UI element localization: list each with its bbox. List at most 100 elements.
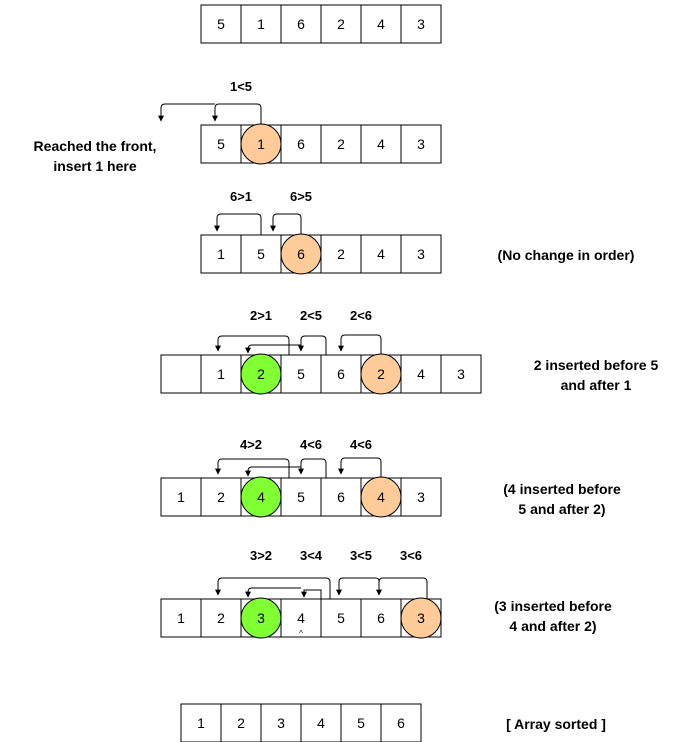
note-line-2: 5 and after 2) [518, 501, 605, 517]
comparison-label: 4<6 [300, 437, 322, 452]
comparison-label: 2<6 [350, 308, 372, 323]
comparison-arrow [298, 458, 327, 478]
cell-box [200, 124, 242, 164]
cell-value: 6 [337, 489, 345, 505]
array-cell: 3 [400, 597, 442, 639]
cell-value: 6 [297, 246, 305, 262]
cell-value: 1 [177, 489, 185, 505]
cell-box [380, 703, 422, 742]
cell-value: 4 [377, 136, 385, 152]
cell-value: 1 [217, 246, 225, 262]
cell-box [400, 234, 442, 274]
cell-value: 3 [257, 610, 265, 626]
cell-value: 3 [417, 246, 425, 262]
cell-value: 2 [337, 136, 345, 152]
array-cell: 3 [240, 597, 282, 639]
array-cell: 5 [200, 4, 242, 44]
cell-value: 5 [357, 715, 365, 731]
cell-box [200, 354, 242, 394]
comparison-label: 1<5 [230, 79, 252, 94]
note-line-2: insert 1 here [53, 158, 136, 174]
cell-value: 1 [217, 366, 225, 382]
cell-value: 5 [297, 366, 305, 382]
comparison-label: 3>2 [250, 548, 272, 563]
cell-box [240, 4, 282, 44]
array-cell: 2 [220, 703, 262, 742]
array-cell: 5 [200, 124, 242, 164]
cell-value: 2 [257, 366, 265, 382]
array-cell: 4 [240, 476, 282, 518]
cell-box [200, 234, 242, 274]
cell-value: 4 [377, 16, 385, 32]
comparison-arrow [336, 577, 380, 596]
cell-value: 5 [297, 489, 305, 505]
cell-box [320, 477, 362, 517]
comparison-arrow [215, 577, 331, 599]
comparison-arrow [245, 466, 301, 477]
cell-value: 6 [297, 136, 305, 152]
comparison-label: 3<5 [350, 548, 372, 563]
cell-value: 2 [337, 246, 345, 262]
cell-value: 3 [417, 16, 425, 32]
cell-box [400, 4, 442, 44]
comparison-arrow [215, 458, 290, 478]
array-cell: 4 [300, 703, 342, 742]
comparison-label: 2>1 [250, 308, 272, 323]
array-cell: 6 [280, 233, 322, 275]
array-cell: 5 [280, 354, 322, 394]
comparison-arrow [214, 213, 262, 235]
note-line-2: 4 and after 2) [509, 618, 596, 634]
array-cell: 6 [380, 703, 422, 742]
cell-box [400, 124, 442, 164]
comparison-arrow [338, 334, 382, 355]
cell-value: 6 [377, 610, 385, 626]
comparison-label: 6>1 [230, 189, 252, 204]
array-cell: 6 [360, 598, 402, 638]
comparison-arrow [376, 577, 428, 599]
cell-value: 4 [297, 610, 305, 626]
array-cell: 6 [320, 354, 362, 394]
cell-box [200, 4, 242, 44]
cell-box [240, 234, 282, 274]
cell-value: 3 [417, 610, 425, 626]
cell-box [440, 354, 482, 394]
array-cell: 1 [160, 477, 202, 517]
note-line-1: 2 inserted before 5 [534, 357, 659, 373]
cell-box [280, 354, 322, 394]
cell-box [160, 354, 202, 394]
front-arrow [158, 103, 215, 122]
array-cell: 4 [360, 476, 402, 518]
cell-value: 4 [377, 246, 385, 262]
array-cell: 2 [200, 598, 242, 638]
array-cell: 2 [200, 477, 242, 517]
array-cell: 1 [200, 234, 242, 274]
cell-box [280, 4, 322, 44]
array-cell: 4 [360, 4, 402, 44]
comparison-arrow [270, 213, 302, 235]
cell-value: 4 [417, 366, 425, 382]
array-cell: 1 [200, 354, 242, 394]
comparison-label: 3<4 [300, 548, 323, 563]
comparison-arrow [212, 103, 262, 125]
cell-value: 3 [457, 366, 465, 382]
array-cell: 3 [260, 703, 302, 742]
array-cell: 2 [320, 234, 362, 274]
cell-value: 2 [217, 610, 225, 626]
comparison-label: 3<6 [400, 548, 422, 563]
note-line-1: (3 inserted before [494, 598, 612, 614]
comparison-arrow [338, 457, 382, 478]
comparison-label: 2<5 [300, 308, 322, 323]
cell-value: 6 [397, 715, 405, 731]
cell-value: 4 [257, 489, 265, 505]
cell-value: 1 [197, 715, 205, 731]
comparison-label: 6>5 [290, 189, 312, 204]
note-line-1: [ Array sorted ] [506, 716, 606, 732]
array-cell: 6 [320, 477, 362, 517]
array-cell: 3 [400, 124, 442, 164]
current-element-circle [400, 597, 442, 639]
cell-value: 5 [217, 16, 225, 32]
